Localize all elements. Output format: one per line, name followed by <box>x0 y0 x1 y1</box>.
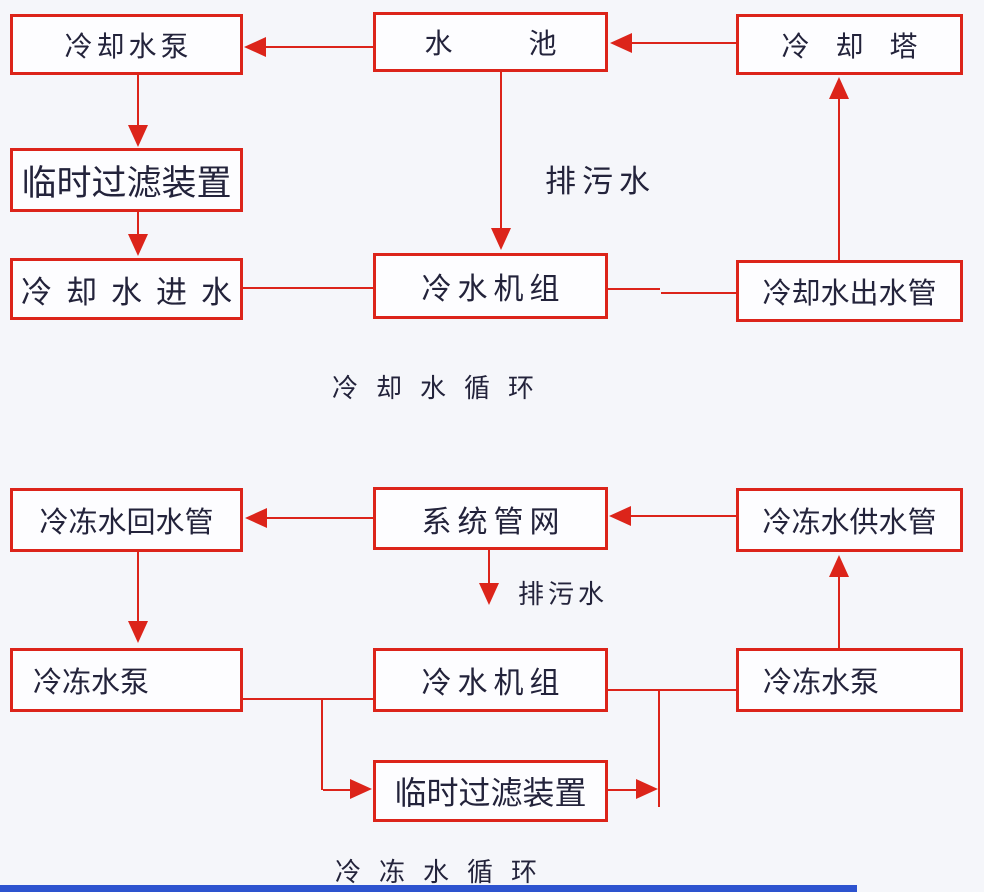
arrowhead-tower-to-pool <box>610 33 632 53</box>
line-pump-to-filter <box>137 75 139 126</box>
arrowhead-network-drain <box>479 583 499 605</box>
box-chilled-pump-left-label: 冷冻水泵 <box>33 667 150 699</box>
box-chilled-pump-right-label: 冷冻水泵 <box>763 667 880 699</box>
line-outlet-to-tower <box>838 99 840 260</box>
line-inlet-to-chiller <box>243 287 373 289</box>
box-cooling-inlet: 冷却水进水 <box>10 258 243 320</box>
chilled-circuit-caption: 冷冻水循环 <box>335 858 556 887</box>
arrowhead-pump-to-supply <box>829 555 849 577</box>
line-branch-down-left <box>321 698 323 790</box>
arrowhead-pump-to-filter <box>128 125 148 147</box>
box-chiller-top-label: 冷水机组 <box>421 273 566 306</box>
box-cooling-inlet-label: 冷却水进水 <box>21 274 246 310</box>
line-network-to-return <box>267 517 373 519</box>
box-cooling-tower-label: 冷却塔 <box>781 31 944 63</box>
bottom-blue-bar <box>0 885 857 892</box>
box-chilled-return-pipe: 冷冻水回水管 <box>10 488 243 552</box>
line-return-to-pump <box>137 552 139 622</box>
box-cooling-pump: 冷却水泵 <box>10 14 243 75</box>
box-chilled-supply-pipe: 冷冻水供水管 <box>736 488 963 552</box>
line-tower-to-pool <box>632 42 736 44</box>
box-cooling-pump-label: 冷却水泵 <box>64 31 193 63</box>
line-filter-out <box>608 789 636 791</box>
arrowhead-filter-out <box>636 779 658 799</box>
box-cooling-tower: 冷却塔 <box>736 14 963 75</box>
arrowhead-branch-to-filter <box>350 779 372 799</box>
box-temp-filter-top-label: 临时过滤装置 <box>21 163 232 203</box>
line-pump-to-supply <box>838 577 840 648</box>
box-chilled-supply-pipe-label: 冷冻水供水管 <box>762 507 937 539</box>
box-cooling-outlet-pipe: 冷却水出水管 <box>736 260 963 322</box>
cooling-circuit-caption: 冷却水循环 <box>332 374 553 403</box>
line-network-drain <box>488 550 490 584</box>
box-cooling-outlet-pipe-label: 冷却水出水管 <box>762 278 937 310</box>
drain-water-label-bottom: 排污水 <box>518 580 609 609</box>
arrowhead-return-to-pump <box>128 621 148 643</box>
box-temp-filter-top: 临时过滤装置 <box>10 148 243 212</box>
arrowhead-pool-to-pump <box>244 37 266 57</box>
box-water-pool-label: 水池 <box>424 29 633 60</box>
box-chiller-bottom-label: 冷水机组 <box>421 667 566 700</box>
line-branch-to-filter <box>323 789 351 791</box>
line-pumpleft-to-chiller <box>243 698 373 700</box>
arrowhead-network-to-return <box>245 508 267 528</box>
arrowhead-outlet-to-tower <box>829 77 849 99</box>
line-chiller-to-outlet-seg1 <box>608 288 660 290</box>
line-branch-down-right <box>658 689 660 807</box>
box-temp-filter-bottom-label: 临时过滤装置 <box>394 775 587 811</box>
box-chilled-return-pipe-label: 冷冻水回水管 <box>39 507 214 539</box>
arrowhead-pool-to-chiller <box>491 228 511 250</box>
box-system-network: 系统管网 <box>373 487 608 550</box>
line-filter-to-inlet <box>137 212 139 235</box>
line-chiller-to-outlet-seg2 <box>661 292 736 294</box>
drain-water-label-top: 排污水 <box>545 164 656 199</box>
line-pool-to-pump <box>266 46 373 48</box>
box-system-network-label: 系统管网 <box>421 505 566 539</box>
arrowhead-filter-to-inlet <box>128 234 148 256</box>
arrowhead-supply-to-network <box>609 506 631 526</box>
line-supply-to-network <box>631 515 736 517</box>
line-pool-to-chiller <box>500 72 502 229</box>
box-chilled-pump-right: 冷冻水泵 <box>736 648 963 712</box>
box-chilled-pump-left: 冷冻水泵 <box>10 648 243 712</box>
box-chiller-bottom: 冷水机组 <box>373 648 608 712</box>
box-water-pool: 水池 <box>373 12 608 72</box>
box-chiller-top: 冷水机组 <box>373 253 608 319</box>
line-chiller-to-pumpright <box>608 689 736 691</box>
box-temp-filter-bottom: 临时过滤装置 <box>373 760 608 822</box>
